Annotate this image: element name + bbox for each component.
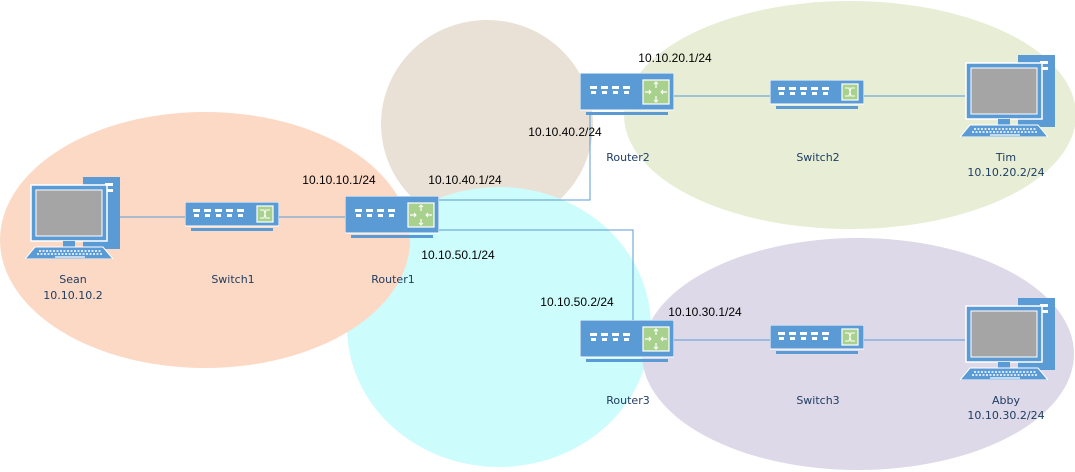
ip-router1-to-router2: 10.10.40.1/24	[428, 173, 502, 187]
device-sean[interactable]: Sean 10.10.10.2	[25, 177, 120, 302]
device-abby[interactable]: Abby 10.10.30.2/24	[960, 298, 1055, 422]
zone-router1-router2	[381, 20, 593, 228]
device-router3[interactable]: Router3	[580, 320, 674, 407]
pc-icon	[25, 177, 120, 259]
ip-router3-lan: 10.10.30.1/24	[668, 305, 742, 319]
pc-icon	[960, 55, 1055, 137]
zone-tim-lan	[624, 1, 1075, 229]
device-label: Switch1	[211, 273, 254, 286]
device-ip: 10.10.10.2	[43, 289, 102, 302]
device-router2[interactable]: Router2	[580, 73, 674, 164]
device-router1[interactable]: Router1	[345, 196, 439, 286]
device-switch1[interactable]: Switch1	[185, 202, 279, 286]
ip-router1-lan: 10.10.10.1/24	[302, 173, 376, 187]
device-ip: 10.10.20.2/24	[967, 166, 1044, 179]
device-label: Router2	[606, 151, 649, 164]
device-label: Switch2	[796, 151, 839, 164]
ip-router2-lan: 10.10.20.1/24	[638, 51, 712, 65]
ip-router1-to-router3: 10.10.50.1/24	[421, 248, 495, 262]
device-tim[interactable]: Tim 10.10.20.2/24	[960, 55, 1055, 179]
device-ip: 10.10.30.2/24	[967, 409, 1044, 422]
device-label: Tim	[995, 151, 1016, 164]
router-icon	[580, 73, 674, 115]
zone-router1-router3	[347, 187, 651, 467]
device-switch2[interactable]: Switch2	[770, 80, 864, 164]
device-label: Router1	[371, 273, 414, 286]
device-switch3[interactable]: Switch3	[770, 325, 864, 407]
router-icon	[580, 320, 674, 362]
device-label: Switch3	[796, 394, 839, 407]
zone-sean-lan	[0, 112, 410, 368]
link-router1-router2	[436, 112, 591, 201]
ip-router3-to-router1: 10.10.50.2/24	[540, 295, 614, 309]
pc-icon	[960, 298, 1055, 380]
device-label: Abby	[992, 394, 1020, 407]
link-router1-router3	[436, 229, 634, 321]
device-label: Router3	[606, 394, 649, 407]
device-label: Sean	[59, 273, 86, 286]
ip-router2-to-router1: 10.10.40.2/24	[528, 125, 602, 139]
router-icon	[345, 196, 439, 238]
